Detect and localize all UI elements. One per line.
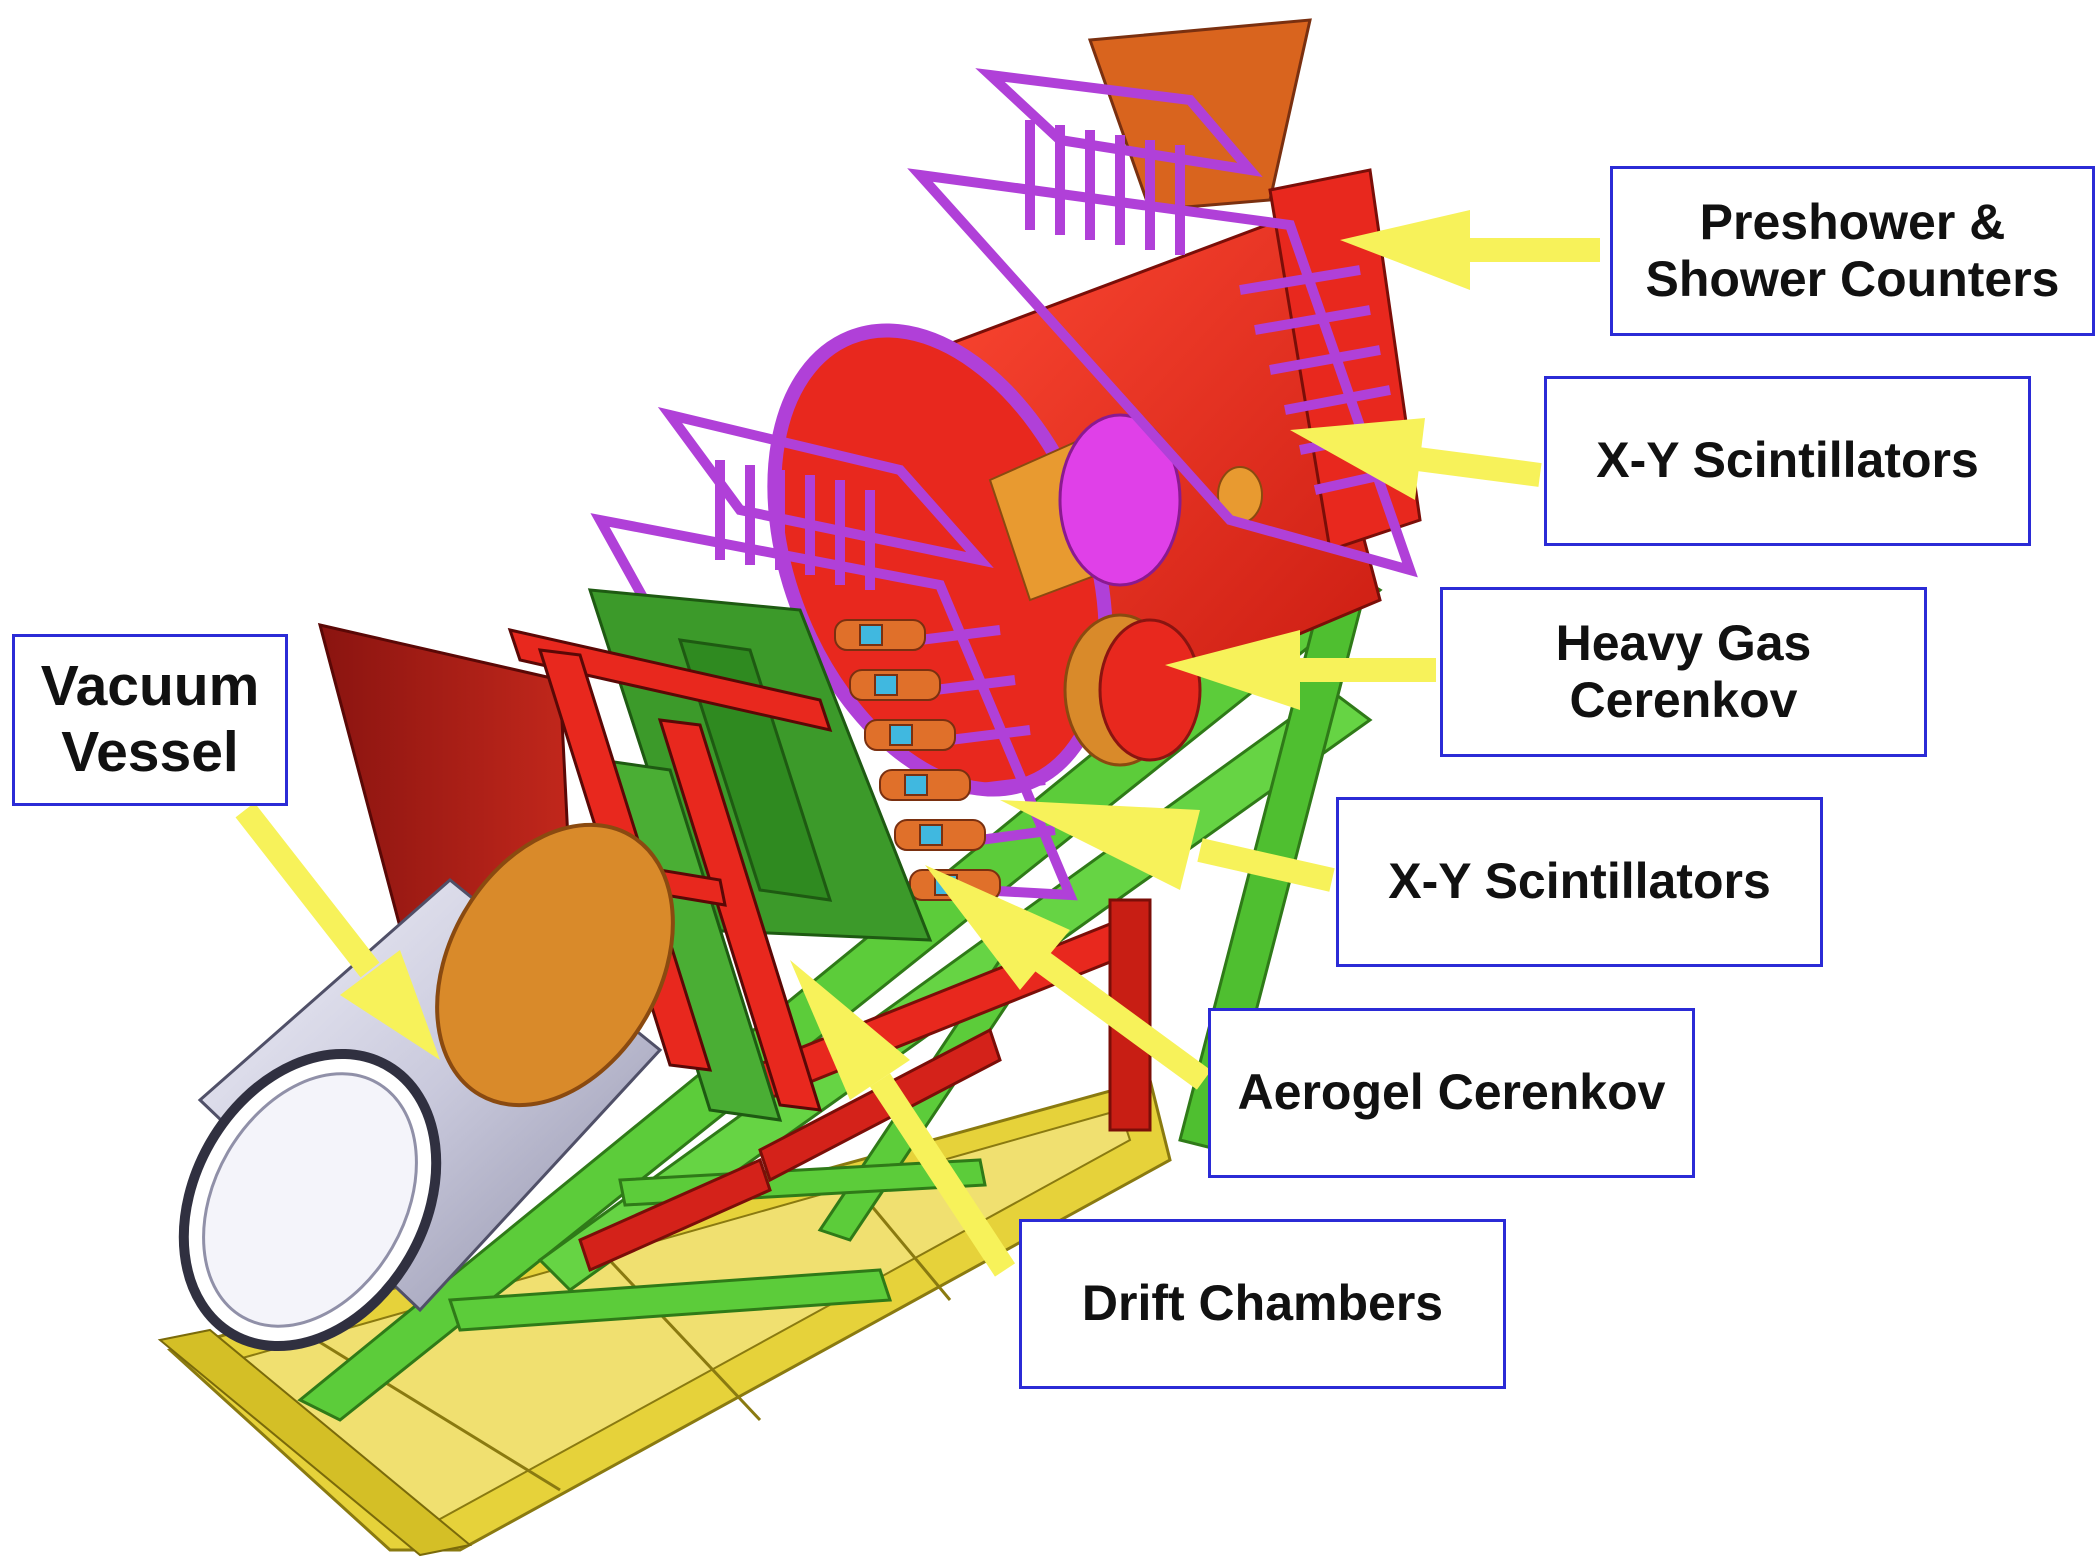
label-drift-chambers: Drift Chambers	[1019, 1219, 1506, 1389]
label-line: Vacuum	[40, 654, 260, 719]
label-line: Drift Chambers	[1081, 1275, 1444, 1332]
arrow-vacuum	[235, 802, 440, 1060]
label-line: Heavy Gas	[1555, 614, 1812, 671]
label-preshower-shower-counters: Preshower & Shower Counters	[1610, 166, 2095, 336]
arrow-heavy-gas	[1165, 630, 1436, 710]
label-line: Shower Counters	[1645, 251, 2060, 307]
upper-scintillator-frame	[907, 68, 1418, 578]
label-line: X-Y Scintillators	[1388, 853, 1771, 910]
label-aerogel-cerenkov: Aerogel Cerenkov	[1208, 1008, 1695, 1178]
arrow-drift	[790, 960, 1016, 1277]
arrow-xy-scint-mid	[1000, 800, 1335, 892]
label-line: Vessel	[61, 720, 239, 784]
label-line: Aerogel Cerenkov	[1237, 1064, 1666, 1121]
heavy-gas-cerenkov-tank	[767, 218, 1382, 797]
arrow-aerogel	[925, 865, 1212, 1090]
arrow-xy-scint-top	[1290, 418, 1542, 500]
label-line: Preshower &	[1699, 193, 2006, 250]
label-xy-scintillators-lower: X-Y Scintillators	[1336, 797, 1823, 967]
label-heavy-gas-cerenkov: Heavy Gas Cerenkov	[1440, 587, 1927, 757]
vacuum-vessel	[178, 822, 675, 1352]
label-vacuum-vessel: Vacuum Vessel	[12, 634, 288, 806]
arrow-preshower	[1340, 210, 1600, 290]
callout-arrows	[235, 210, 1600, 1277]
label-xy-scintillators-upper: X-Y Scintillators	[1544, 376, 2031, 546]
label-line: Cerenkov	[1569, 672, 1798, 728]
label-line: X-Y Scintillators	[1596, 432, 1979, 489]
